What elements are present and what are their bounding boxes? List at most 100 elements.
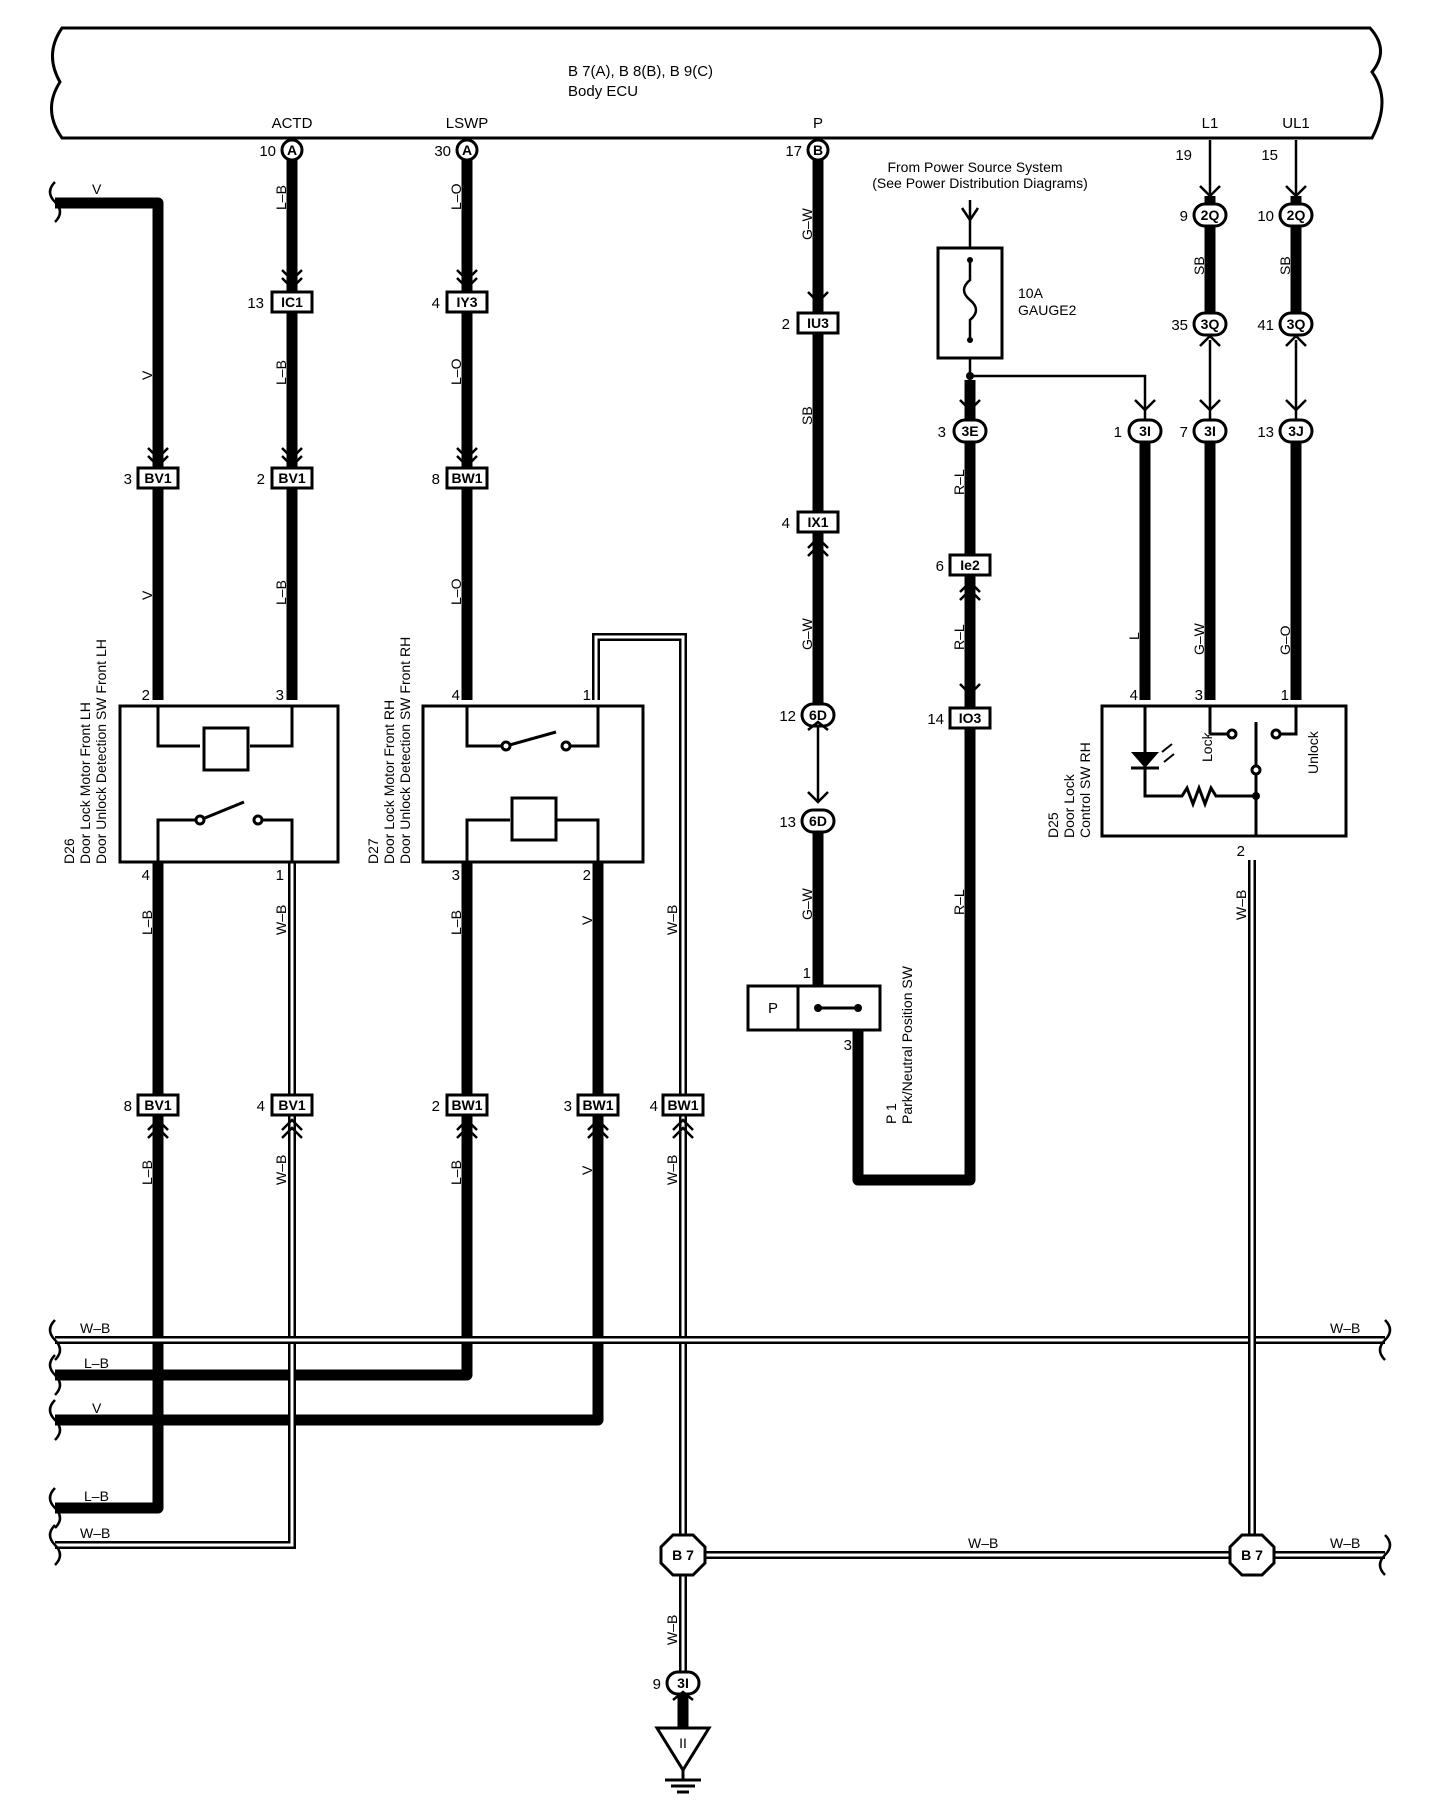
- svg-text:3J: 3J: [1288, 423, 1304, 439]
- power-source-line1: From Power Source System: [887, 159, 1062, 175]
- d27-line2: Door Unlock Detection SW Front RH: [397, 637, 413, 864]
- ecu-pin-lswp-conn: A: [462, 142, 472, 158]
- svg-text:3Q: 3Q: [1201, 316, 1220, 332]
- ground-junctions: B 7 B 7: [659, 1533, 1276, 1577]
- body-ecu: B 7(A), B 8(B), B 9(C) Body ECU ACTD LSW…: [50, 26, 1384, 140]
- component-d25: Lock Unlock 4 3 1 2 D25 Door Lock Contro…: [1045, 687, 1348, 860]
- power-source: From Power Source System (See Power Dist…: [872, 159, 1088, 380]
- svg-text:9: 9: [653, 1676, 661, 1693]
- ecu-pin-p-number: 17: [785, 143, 802, 160]
- svg-text:3I: 3I: [1204, 423, 1216, 439]
- svg-text:7: 7: [1180, 424, 1188, 441]
- svg-text:3: 3: [938, 424, 946, 441]
- component-p1: P 1 3 P 1 Park/Neutral Position SW: [746, 965, 915, 1124]
- svg-text:L–O: L–O: [448, 358, 464, 385]
- svg-text:14: 14: [927, 711, 944, 728]
- svg-text:BV1: BV1: [278, 1097, 305, 1113]
- ecu-pin-actd-conn: A: [287, 142, 297, 158]
- svg-text:1: 1: [276, 867, 284, 884]
- wires: [55, 140, 1302, 1514]
- svg-text:4: 4: [782, 515, 790, 532]
- svg-text:L–B: L–B: [448, 910, 464, 935]
- svg-text:G–W: G–W: [799, 617, 815, 650]
- svg-text:R–L: R–L: [951, 469, 967, 495]
- svg-text:3E: 3E: [961, 423, 978, 439]
- led-icon: [1131, 752, 1159, 768]
- ecu-name: Body ECU: [568, 83, 638, 100]
- d25-line1: Door Lock: [1061, 773, 1077, 838]
- svg-text:4: 4: [1130, 687, 1138, 704]
- ecu-pin-lswp-number: 30: [434, 143, 451, 160]
- svg-text:4: 4: [142, 867, 150, 884]
- ecu-pin-actd-number: 10: [259, 143, 276, 160]
- ecu-terminal-actd: ACTD: [272, 115, 313, 132]
- connector-bv1-8: BV1 8: [124, 1093, 180, 1117]
- svg-text:3I: 3I: [677, 1675, 689, 1691]
- connector-bw1-3: BW1 3: [564, 1093, 620, 1117]
- svg-text:2: 2: [142, 687, 150, 704]
- switch-icon: [505, 730, 557, 748]
- connector-3i-9: 3I 9: [653, 1670, 701, 1696]
- ground-wires: [55, 633, 1385, 1728]
- svg-text:BW1: BW1: [451, 470, 482, 486]
- p1-name: Park/Neutral Position SW: [899, 965, 915, 1124]
- component-d27: 4 1 3 2 D27 Door Lock Motor Front RH Doo…: [365, 637, 645, 884]
- svg-text:2: 2: [432, 1098, 440, 1115]
- ecu-terminal-lswp: LSWP: [446, 115, 489, 132]
- svg-text:BW1: BW1: [582, 1097, 613, 1113]
- svg-text:L–B: L–B: [448, 1160, 464, 1185]
- fuse-name: GAUGE2: [1018, 302, 1077, 318]
- svg-text:G–W: G–W: [799, 207, 815, 240]
- svg-text:IY3: IY3: [456, 294, 477, 310]
- svg-text:SB: SB: [1277, 256, 1293, 275]
- svg-text:R–L: R–L: [951, 624, 967, 650]
- svg-text:6: 6: [936, 558, 944, 575]
- switch-icon: [199, 800, 245, 822]
- svg-text:3: 3: [452, 867, 460, 884]
- svg-text:3: 3: [1195, 687, 1203, 704]
- svg-text:8: 8: [124, 1098, 132, 1115]
- svg-text:BV1: BV1: [144, 1097, 171, 1113]
- svg-text:10: 10: [1257, 208, 1274, 225]
- svg-text:BV1: BV1: [144, 470, 171, 486]
- svg-text:V: V: [579, 1165, 595, 1175]
- ground-point-b7-right: B 7: [1228, 1533, 1276, 1577]
- svg-text:L–B: L–B: [84, 1355, 109, 1371]
- connector-3q-35: 3Q 35: [1171, 311, 1228, 337]
- power-source-line2: (See Power Distribution Diagrams): [872, 175, 1088, 191]
- d26-line1: Door Lock Motor Front LH: [77, 702, 93, 864]
- svg-text:3: 3: [844, 1037, 852, 1054]
- svg-text:L–B: L–B: [273, 185, 289, 210]
- connector-3i-7: 3I 7: [1180, 418, 1228, 444]
- svg-text:L–B: L–B: [139, 1160, 155, 1185]
- d27-line1: Door Lock Motor Front RH: [381, 700, 397, 864]
- svg-text:3: 3: [564, 1098, 572, 1115]
- svg-text:L–B: L–B: [273, 360, 289, 385]
- connector-2q-9: 2Q9: [1180, 202, 1228, 228]
- svg-text:W–B: W–B: [1330, 1320, 1360, 1336]
- svg-text:L–B: L–B: [84, 1488, 109, 1504]
- svg-text:2Q: 2Q: [1201, 207, 1220, 223]
- svg-text:IO3: IO3: [959, 710, 982, 726]
- d25-unlock-label: Unlock: [1305, 730, 1321, 774]
- ecu-pin-l1-number: 19: [1175, 147, 1192, 164]
- wire-break-marks: [48, 181, 1392, 1576]
- ecu-terminal-p: P: [813, 115, 823, 132]
- svg-text:V: V: [139, 370, 155, 380]
- d27-id: D27: [365, 838, 381, 864]
- svg-text:G–W: G–W: [799, 887, 815, 920]
- connector-arrows: [147, 185, 1307, 1701]
- svg-text:35: 35: [1171, 317, 1188, 334]
- svg-text:W–B: W–B: [1233, 890, 1249, 920]
